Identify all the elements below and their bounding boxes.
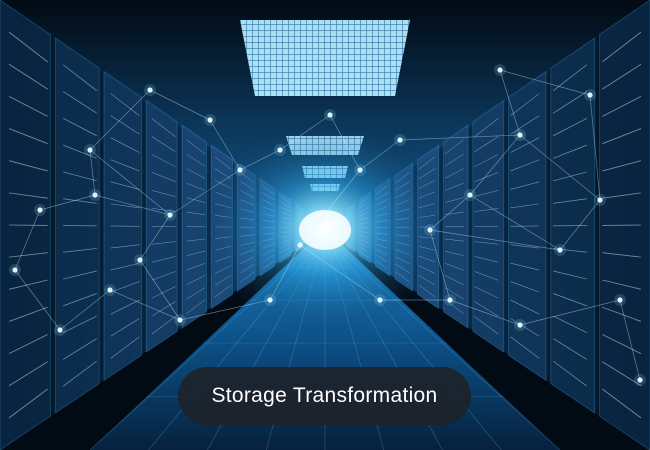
network-node (557, 247, 563, 253)
ceiling-light-panel (240, 20, 410, 96)
caption-text: Storage Transformation (211, 384, 438, 407)
network-node (617, 297, 623, 303)
network-node (637, 377, 643, 383)
network-node (297, 242, 303, 248)
network-node (327, 112, 333, 118)
network-node (167, 212, 173, 218)
network-node (597, 197, 603, 203)
light-source (299, 210, 351, 250)
network-node (207, 117, 213, 123)
network-node (267, 297, 273, 303)
network-node (397, 137, 403, 143)
caption-badge: Storage Transformation (178, 367, 471, 425)
network-node (587, 92, 593, 98)
network-node (107, 287, 113, 293)
network-node (92, 192, 98, 198)
network-node (517, 322, 523, 328)
ceiling (0, 0, 650, 224)
network-node (357, 167, 363, 173)
network-node (377, 297, 383, 303)
network-node (467, 192, 473, 198)
network-node (427, 227, 433, 233)
network-node (147, 87, 153, 93)
network-node (57, 327, 63, 333)
network-node (177, 317, 183, 323)
network-node (497, 67, 503, 73)
network-node (447, 297, 453, 303)
network-node (517, 132, 523, 138)
network-node (87, 147, 93, 153)
network-node (277, 147, 283, 153)
network-node (37, 207, 43, 213)
network-node (137, 257, 143, 263)
network-node (12, 267, 18, 273)
network-node (237, 167, 243, 173)
